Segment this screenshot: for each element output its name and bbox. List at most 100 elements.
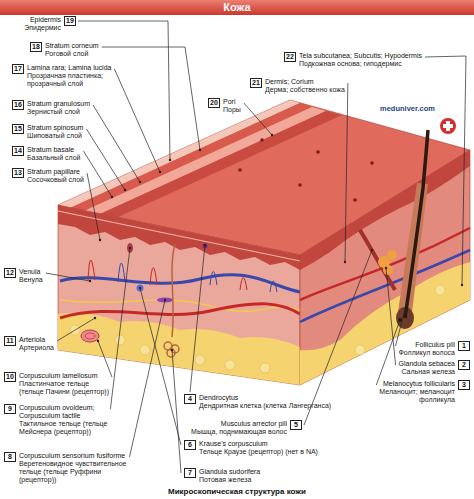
site-logo-part (440, 118, 456, 134)
callout: 18Stratum corneumРоговой слой (30, 42, 140, 58)
leader-line (93, 105, 140, 182)
leader-line (304, 250, 372, 425)
callout-number: 21 (250, 78, 262, 88)
callout-number: 17 (12, 64, 24, 74)
front-section-part (88, 260, 95, 280)
leader-tip (271, 134, 273, 136)
term-line: Дерма; собственно кожа (265, 86, 370, 94)
callout-text: Stratum spinosumШиповатый слой (27, 124, 122, 140)
callout: 22Tela subcutanea; Subcutis; HypodermisП… (284, 52, 470, 68)
front-section-part (167, 349, 175, 357)
side-section-part (300, 250, 470, 322)
term-line: Поры (223, 106, 252, 114)
callout: 20PoriПоры (208, 98, 252, 114)
callout: 4DendrocytusДендритная клетка (клетка Ла… (184, 394, 334, 410)
leader-line (57, 318, 95, 341)
callout-number: 2 (458, 360, 470, 370)
russian-term: Тельце Краузе (рецептор) (нет в NA) (199, 448, 318, 455)
term-line: Меланоцит; меланоцит фолликула (350, 388, 455, 404)
latin-term: Dendrocytus (199, 394, 238, 401)
front-section-part (240, 278, 247, 291)
leader-line (83, 151, 112, 197)
title-bar: Кожа (0, 0, 474, 15)
callout: 19EpidermisЭпидермис (4, 16, 76, 32)
term-line: Venula (19, 268, 58, 276)
callout-text: Tela subcutanea; Subcutis; HypodermisПод… (299, 52, 470, 68)
callout-number: 3 (458, 380, 470, 390)
leader-tip (344, 261, 346, 263)
callout-number: 15 (12, 124, 24, 134)
latin-term: Melanocytus follicularis (383, 380, 455, 387)
callout-text: Glandula sudoriferaПотовая железа (199, 468, 294, 484)
term-line: Stratum papillare (27, 168, 102, 176)
side-section-part (405, 130, 428, 318)
callout-number: 22 (284, 52, 296, 62)
callout: 1Folliculus piliФолликул волоса (380, 341, 470, 357)
term-line: Фолликул волоса (380, 349, 455, 357)
leader-tip (129, 247, 131, 249)
latin-term: Stratum papillare (27, 168, 80, 175)
leader-tip (159, 171, 161, 173)
callout-text: DendrocytusДендритная клетка (клетка Лан… (199, 394, 334, 410)
latin-term: Dermis; Corium (265, 78, 314, 85)
term-line: Krause's corpusculum (199, 440, 334, 448)
term-line: Венула (19, 276, 58, 284)
leader-tip (139, 287, 141, 289)
skin-surface-part (260, 138, 264, 142)
latin-term: Arteriola (19, 336, 45, 343)
callout-text: Glandula sebaceaСальная железа (360, 360, 455, 376)
term-line: Пластинчатое тельце (тельце Пачини (реце… (19, 380, 112, 396)
russian-term: Фолликул волоса (399, 349, 456, 356)
front-section-part (157, 298, 173, 303)
leader-tip (99, 239, 101, 241)
russian-term: Веретеновидное чувствительное тельце (те… (19, 460, 127, 483)
leader-line (86, 129, 125, 190)
skin-surface-part (84, 107, 326, 214)
callout-number: 1 (458, 341, 470, 351)
russian-term: Шиповатый слой (27, 132, 82, 139)
latin-term: Glandula sebacea (399, 360, 455, 367)
callout: 17Lamina rara; Lamina lucidaПрозрачная п… (12, 64, 137, 88)
leader-line (396, 298, 409, 346)
callout: 10Corpusculum lamellosumПластинчатое тел… (4, 372, 112, 396)
leader-tip (461, 284, 463, 286)
term-line: Роговой слой (45, 50, 140, 58)
front-section-part (127, 243, 133, 253)
latin-term: Corpusculum sensorium fusiforme (19, 452, 125, 459)
callout-text: Folliculus piliФолликул волоса (380, 341, 455, 357)
callout-text: PoriПоры (223, 98, 252, 114)
latin-term: Corpusculum lamellosum (19, 372, 98, 379)
side-section-part (300, 150, 470, 385)
callout-number: 12 (4, 268, 16, 278)
front-section-part (172, 244, 175, 337)
russian-term: Тактильное тельце (тельце Мейснера (реце… (19, 420, 107, 435)
term-line: Glandula sudorifera (199, 468, 294, 476)
callout: 6Krause's corpusculumТельце Краузе (реце… (184, 440, 334, 456)
term-line: Сальная железа (360, 368, 455, 376)
skin-surface-part (70, 103, 312, 211)
front-section-part (270, 281, 277, 292)
side-section-part (435, 285, 445, 295)
leader-tip (124, 189, 126, 191)
callout-text: Stratum basaleБазальный слой (27, 146, 112, 162)
russian-term: Меланоцит; меланоцит фолликула (379, 388, 455, 403)
latin-term: Corpusculum ovoideum; Corpusculum tactil… (19, 404, 94, 419)
callout-text: Lamina rara; Lamina lucidaПрозрачная пла… (27, 64, 137, 88)
term-line: Дендритная клетка (клетка Лангерганса) (199, 402, 334, 410)
front-section-part (195, 355, 205, 365)
latin-term: Stratum corneum (45, 42, 99, 49)
russian-term: Венула (19, 276, 43, 283)
skin-surface-part (370, 161, 374, 165)
front-section-part (140, 345, 150, 355)
term-line: Тельце Краузе (рецептор) (нет в NA) (199, 448, 334, 456)
front-section-part (150, 268, 157, 286)
leader-line (425, 56, 466, 285)
leader-line (345, 83, 348, 262)
latin-term: Pori (223, 98, 235, 105)
leader-line (244, 103, 272, 135)
callout-text: Stratum corneumРоговой слой (45, 42, 140, 58)
term-line: Мышца, поднимающая волос (184, 428, 287, 436)
term-line: Эпидермис (4, 24, 61, 32)
callout-number: 19 (64, 16, 76, 26)
leader-tip (407, 297, 409, 299)
